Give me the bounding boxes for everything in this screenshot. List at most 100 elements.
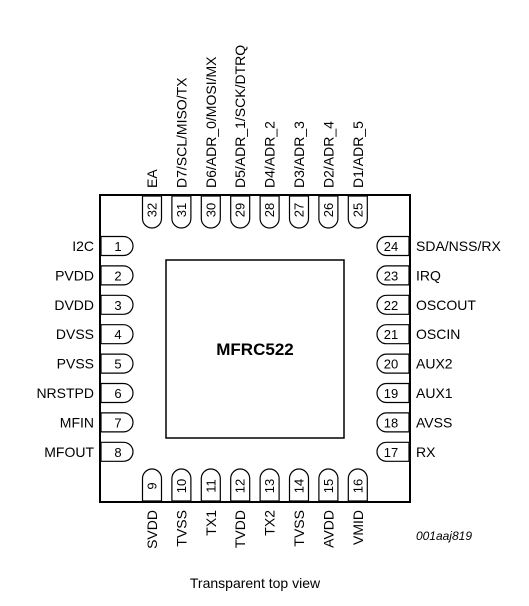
pin-pad	[200, 195, 221, 229]
pin-label: DVSS	[56, 326, 94, 342]
pin-label: D4/ADR_2	[262, 121, 278, 188]
pin-pad	[141, 468, 163, 502]
pin-number: 8	[114, 445, 121, 460]
pin-number: 4	[114, 327, 121, 342]
pin-label: D5/ADR_1/SCK/DTRQ	[232, 45, 248, 188]
pin-pad	[100, 265, 134, 286]
pin-label: AVDD	[320, 510, 336, 548]
pin-number: 12	[233, 479, 248, 493]
pin-label: TVDD	[232, 510, 248, 548]
pin-number: 9	[145, 482, 160, 489]
pin-number: 25	[350, 203, 365, 217]
pin-number: 6	[114, 386, 121, 401]
pin-number: 22	[384, 298, 398, 313]
pin-label: D2/ADR_4	[320, 121, 336, 188]
pin-label: OSCOUT	[416, 297, 476, 313]
pin-number: 28	[262, 203, 277, 217]
pin-label: D1/ADR_5	[350, 121, 366, 188]
pin-number: 29	[233, 203, 248, 217]
pin-label: PVSS	[57, 356, 94, 372]
pin-pad	[376, 382, 410, 404]
pin-number: 1	[114, 239, 121, 254]
pin-pad	[259, 195, 280, 229]
pin-label: AVSS	[416, 414, 452, 430]
pin-pad	[347, 195, 368, 229]
chip-name: MFRC522	[216, 340, 293, 359]
pin-label: TX1	[203, 510, 219, 536]
pin-pad	[100, 294, 134, 315]
pin-number: 30	[203, 203, 218, 217]
pin-label: TVSS	[291, 510, 307, 547]
pin-number: 19	[384, 386, 398, 401]
pin-pad	[288, 468, 310, 502]
pin-number: 31	[174, 203, 189, 217]
pin-label: D6/ADR_0/MOSI/MX	[203, 56, 219, 188]
pin-pad	[171, 468, 192, 502]
pin-pad	[376, 353, 410, 374]
pin-pad	[200, 468, 221, 502]
pin-number: 21	[384, 327, 398, 342]
pin-number: 3	[114, 298, 121, 313]
pin-label: DVDD	[54, 297, 94, 313]
pin-label: TX2	[262, 510, 278, 536]
pin-number: 20	[384, 357, 398, 372]
pin-number: 18	[384, 415, 398, 430]
pin-pad	[100, 441, 134, 462]
figure-id: 001aaj819	[416, 529, 472, 543]
view-caption: Transparent top view	[190, 575, 321, 591]
pin-label: PVDD	[55, 267, 94, 283]
pin-pad	[376, 324, 410, 345]
pin-number: 24	[384, 239, 398, 254]
pin-label: EA	[144, 169, 160, 188]
pins-group: 1 I2C 2 PVDD 3 DVDD 4 DVSS 5 PVSS 6 NRSTPD 7 MFIN 8 MFO…	[36, 45, 501, 549]
pin-number: 27	[292, 203, 307, 217]
pin-pad	[347, 468, 368, 502]
pin-number: 14	[292, 479, 307, 493]
pin-pad	[288, 195, 310, 229]
pin-pad	[376, 412, 410, 433]
pin-pad	[318, 468, 339, 502]
pin-pad	[259, 468, 280, 502]
pin-pad	[230, 468, 251, 502]
pin-label: SVDD	[144, 510, 160, 549]
pin-pad	[376, 265, 410, 286]
pin-pad	[100, 324, 134, 345]
pin-number: 32	[145, 203, 160, 217]
pin-number: 17	[384, 445, 398, 460]
pin-label: OSCIN	[416, 326, 460, 342]
pin-number: 10	[174, 479, 189, 493]
pin-label: AUX1	[416, 385, 453, 401]
pin-label: AUX2	[416, 356, 453, 372]
pin-label: I2C	[72, 238, 94, 254]
pin-pad	[376, 441, 410, 462]
pin-pad	[230, 195, 251, 229]
pin-number: 7	[114, 415, 121, 430]
pin-pad	[171, 195, 192, 229]
pin-number: 13	[262, 479, 277, 493]
pin-label: VMID	[350, 510, 366, 545]
die-pad	[165, 259, 345, 439]
pin-pad	[141, 195, 163, 229]
pin-label: TVSS	[173, 510, 189, 547]
pin-number: 23	[384, 268, 398, 283]
pin-label: MFIN	[60, 414, 94, 430]
pin-label: RX	[416, 444, 436, 460]
pin-label: D3/ADR_3	[291, 121, 307, 188]
pin-number: 11	[203, 479, 218, 493]
pin-pad	[100, 235, 134, 257]
pin-label: NRSTPD	[36, 385, 94, 401]
pin-label: SDA/NSS/RX	[416, 238, 501, 254]
pin-label: IRQ	[416, 267, 441, 283]
pin-number: 5	[114, 357, 121, 372]
pin-number: 16	[350, 479, 365, 493]
pin-pad	[100, 412, 134, 433]
pin-pad	[318, 195, 339, 229]
pin-label: MFOUT	[44, 444, 94, 460]
pin-number: 26	[321, 203, 336, 217]
pin-number: 2	[114, 268, 121, 283]
pin-number: 15	[321, 479, 336, 493]
pin-pad	[100, 382, 134, 404]
pin-pad	[376, 294, 410, 315]
pin-pad	[376, 235, 410, 257]
